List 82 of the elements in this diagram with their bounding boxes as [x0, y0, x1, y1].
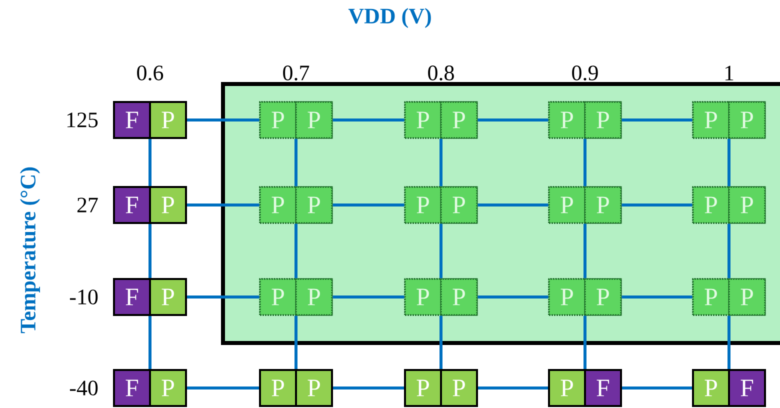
- connector-line: [622, 204, 692, 206]
- connector-line: [332, 118, 404, 122]
- status-box: F: [113, 278, 151, 316]
- tick-label: 0.8: [428, 66, 454, 80]
- status-box: P: [584, 186, 622, 224]
- connector-line: [333, 386, 404, 390]
- connector-line: [440, 138, 442, 186]
- status-box: F: [113, 101, 151, 139]
- tick-label: 125: [67, 112, 98, 128]
- connector-line: [148, 316, 152, 369]
- connector-line: [728, 224, 730, 278]
- connector-line: [584, 138, 586, 186]
- connector-line: [294, 138, 298, 186]
- status-box: P: [149, 278, 187, 316]
- status-box: P: [440, 186, 478, 224]
- connector-line: [294, 224, 298, 278]
- status-box: P: [404, 186, 442, 224]
- status-box: P: [728, 186, 766, 224]
- status-box: F: [584, 369, 622, 407]
- tick-label: 27: [77, 198, 98, 212]
- status-box: P: [259, 369, 297, 407]
- status-box: P: [548, 186, 586, 224]
- connector-line: [728, 316, 730, 369]
- status-box: F: [728, 369, 766, 407]
- status-box: P: [584, 278, 622, 316]
- status-box: P: [404, 101, 442, 139]
- tick-label: 0.9: [572, 66, 598, 80]
- status-box: P: [149, 101, 187, 139]
- status-box: P: [404, 369, 442, 407]
- status-box: P: [584, 101, 622, 139]
- status-box: P: [728, 278, 766, 316]
- tick-label: 0.7: [283, 66, 310, 80]
- status-box: P: [259, 278, 297, 316]
- connector-line: [187, 386, 259, 390]
- tick-label: 0.6: [137, 66, 164, 80]
- status-box: F: [113, 369, 151, 407]
- status-box: P: [149, 186, 187, 224]
- axis-title: Temperature (°C): [20, 167, 40, 334]
- status-box: P: [295, 101, 333, 139]
- connector-line: [187, 204, 260, 206]
- status-box: P: [692, 369, 730, 407]
- status-box: P: [440, 369, 478, 407]
- status-box: P: [295, 369, 333, 407]
- connector-line: [332, 204, 404, 206]
- status-box: P: [692, 186, 730, 224]
- status-box: P: [440, 101, 478, 139]
- connector-line: [478, 118, 548, 122]
- connector-line: [478, 386, 548, 390]
- status-box: P: [259, 186, 297, 224]
- connector-line: [294, 316, 298, 369]
- connector-line: [622, 386, 692, 390]
- status-box: P: [440, 278, 478, 316]
- connector-line: [440, 316, 442, 369]
- connector-line: [332, 296, 404, 298]
- connector-line: [622, 296, 692, 298]
- connector-line: [478, 296, 548, 298]
- status-box: P: [728, 101, 766, 139]
- axis-title: VDD (V): [348, 8, 431, 28]
- connector-line: [440, 224, 442, 278]
- connector-line: [622, 118, 692, 122]
- status-box: F: [113, 186, 151, 224]
- connector-line: [187, 296, 260, 298]
- status-box: P: [149, 369, 187, 407]
- connector-line: [584, 316, 586, 369]
- status-box: P: [404, 278, 442, 316]
- connector-line: [187, 118, 260, 122]
- tick-label: 1: [725, 66, 734, 80]
- status-box: P: [692, 278, 730, 316]
- connector-line: [148, 224, 152, 278]
- status-box: P: [548, 278, 586, 316]
- status-box: P: [548, 369, 586, 407]
- connector-line: [478, 204, 548, 206]
- connector-line: [148, 139, 152, 186]
- status-box: P: [295, 278, 333, 316]
- status-box: P: [295, 186, 333, 224]
- status-box: P: [259, 101, 297, 139]
- tick-label: -40: [70, 380, 98, 396]
- connector-line: [728, 138, 730, 186]
- tick-label: -10: [70, 290, 98, 304]
- status-box: P: [692, 101, 730, 139]
- connector-line: [584, 224, 586, 278]
- status-box: P: [548, 101, 586, 139]
